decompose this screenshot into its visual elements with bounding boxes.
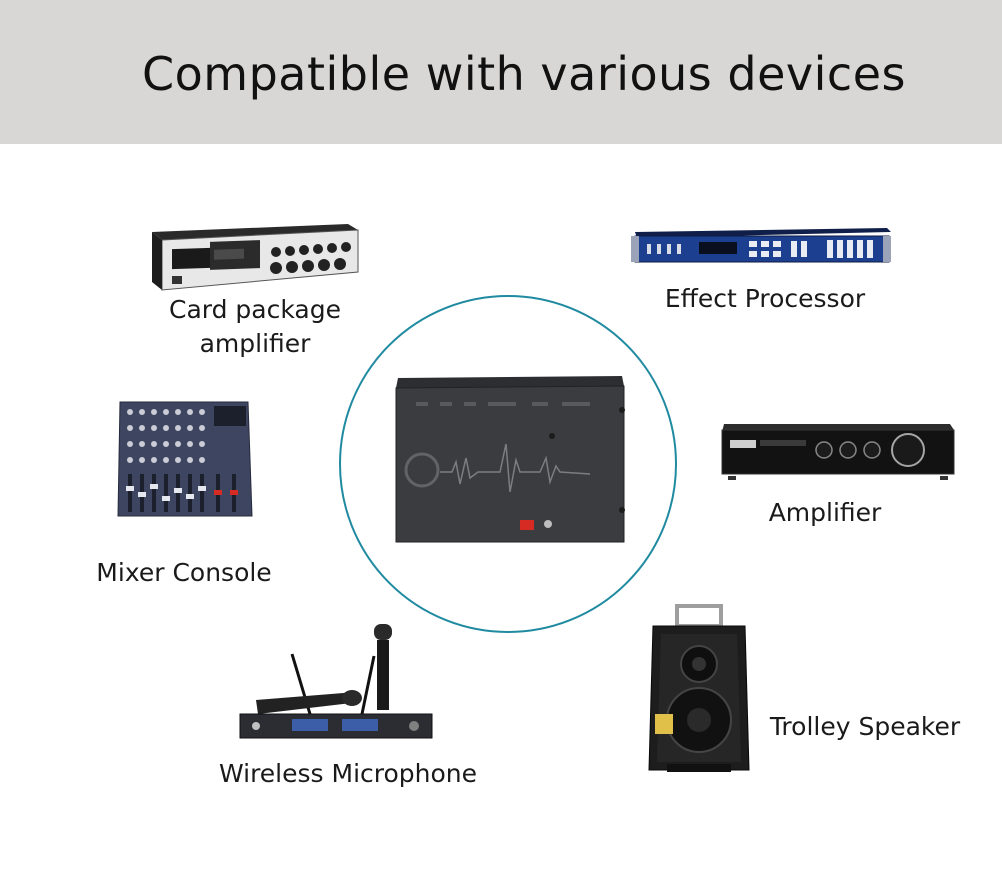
effect-processor-label: Effect Processor xyxy=(664,284,866,313)
amplifier-image xyxy=(721,424,955,480)
effect-processor-image xyxy=(631,228,891,263)
trolley-speaker-label: Trolley Speaker xyxy=(769,712,961,741)
card-package-amplifier-image xyxy=(152,224,359,291)
page-title: Compatible with various devices xyxy=(142,47,906,101)
wireless-microphone-image xyxy=(239,624,433,739)
card-package-amplifier-label: Card package amplifier xyxy=(169,295,341,358)
wireless-microphone-label: Wireless Microphone xyxy=(218,759,478,788)
amplifier-label: Amplifier xyxy=(768,498,882,527)
trolley-speaker-image xyxy=(648,604,750,772)
mixer-console-label: Mixer Console xyxy=(96,558,272,587)
center-audio-device-image xyxy=(395,376,625,543)
center-highlight-ring xyxy=(339,295,677,633)
header-banner: Compatible with various devices xyxy=(0,0,1002,144)
mixer-console-image xyxy=(117,401,253,517)
